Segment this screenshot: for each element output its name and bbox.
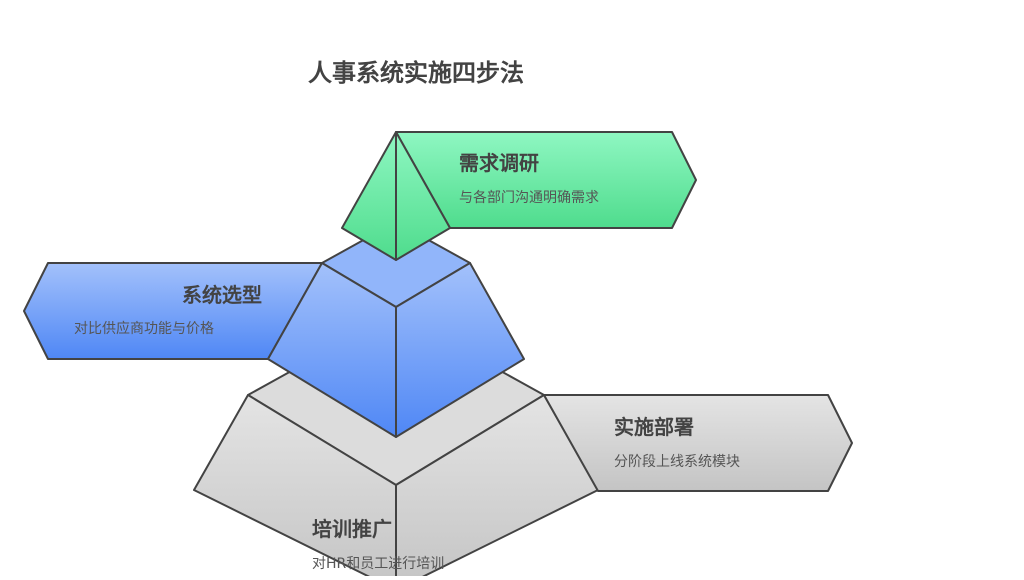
step-4-title: 培训推广 [312,517,392,541]
diagram-title: 人事系统实施四步法 [308,59,524,87]
step-2-title: 系统选型 [182,283,262,307]
step-1-desc: 与各部门沟通明确需求 [459,190,599,206]
step-3-desc: 分阶段上线系统模块 [614,454,740,470]
pyramid-layer-1 [341,131,451,261]
banner-step-2 [23,262,323,360]
pyramid-layer-1-right [395,131,451,261]
pyramid-layer-2-right [395,262,525,438]
step-3-title: 实施部署 [614,415,694,439]
step-2-desc: 对比供应商功能与价格 [74,321,214,337]
step-1-title: 需求调研 [459,151,539,175]
step-4-desc: 对HR和员工进行培训 [312,556,445,572]
pyramid-layer-2 [267,221,525,438]
banner-step-3 [543,394,853,492]
pyramid-layer-1-left [341,131,397,261]
pyramid-layer-4-left [193,394,397,580]
